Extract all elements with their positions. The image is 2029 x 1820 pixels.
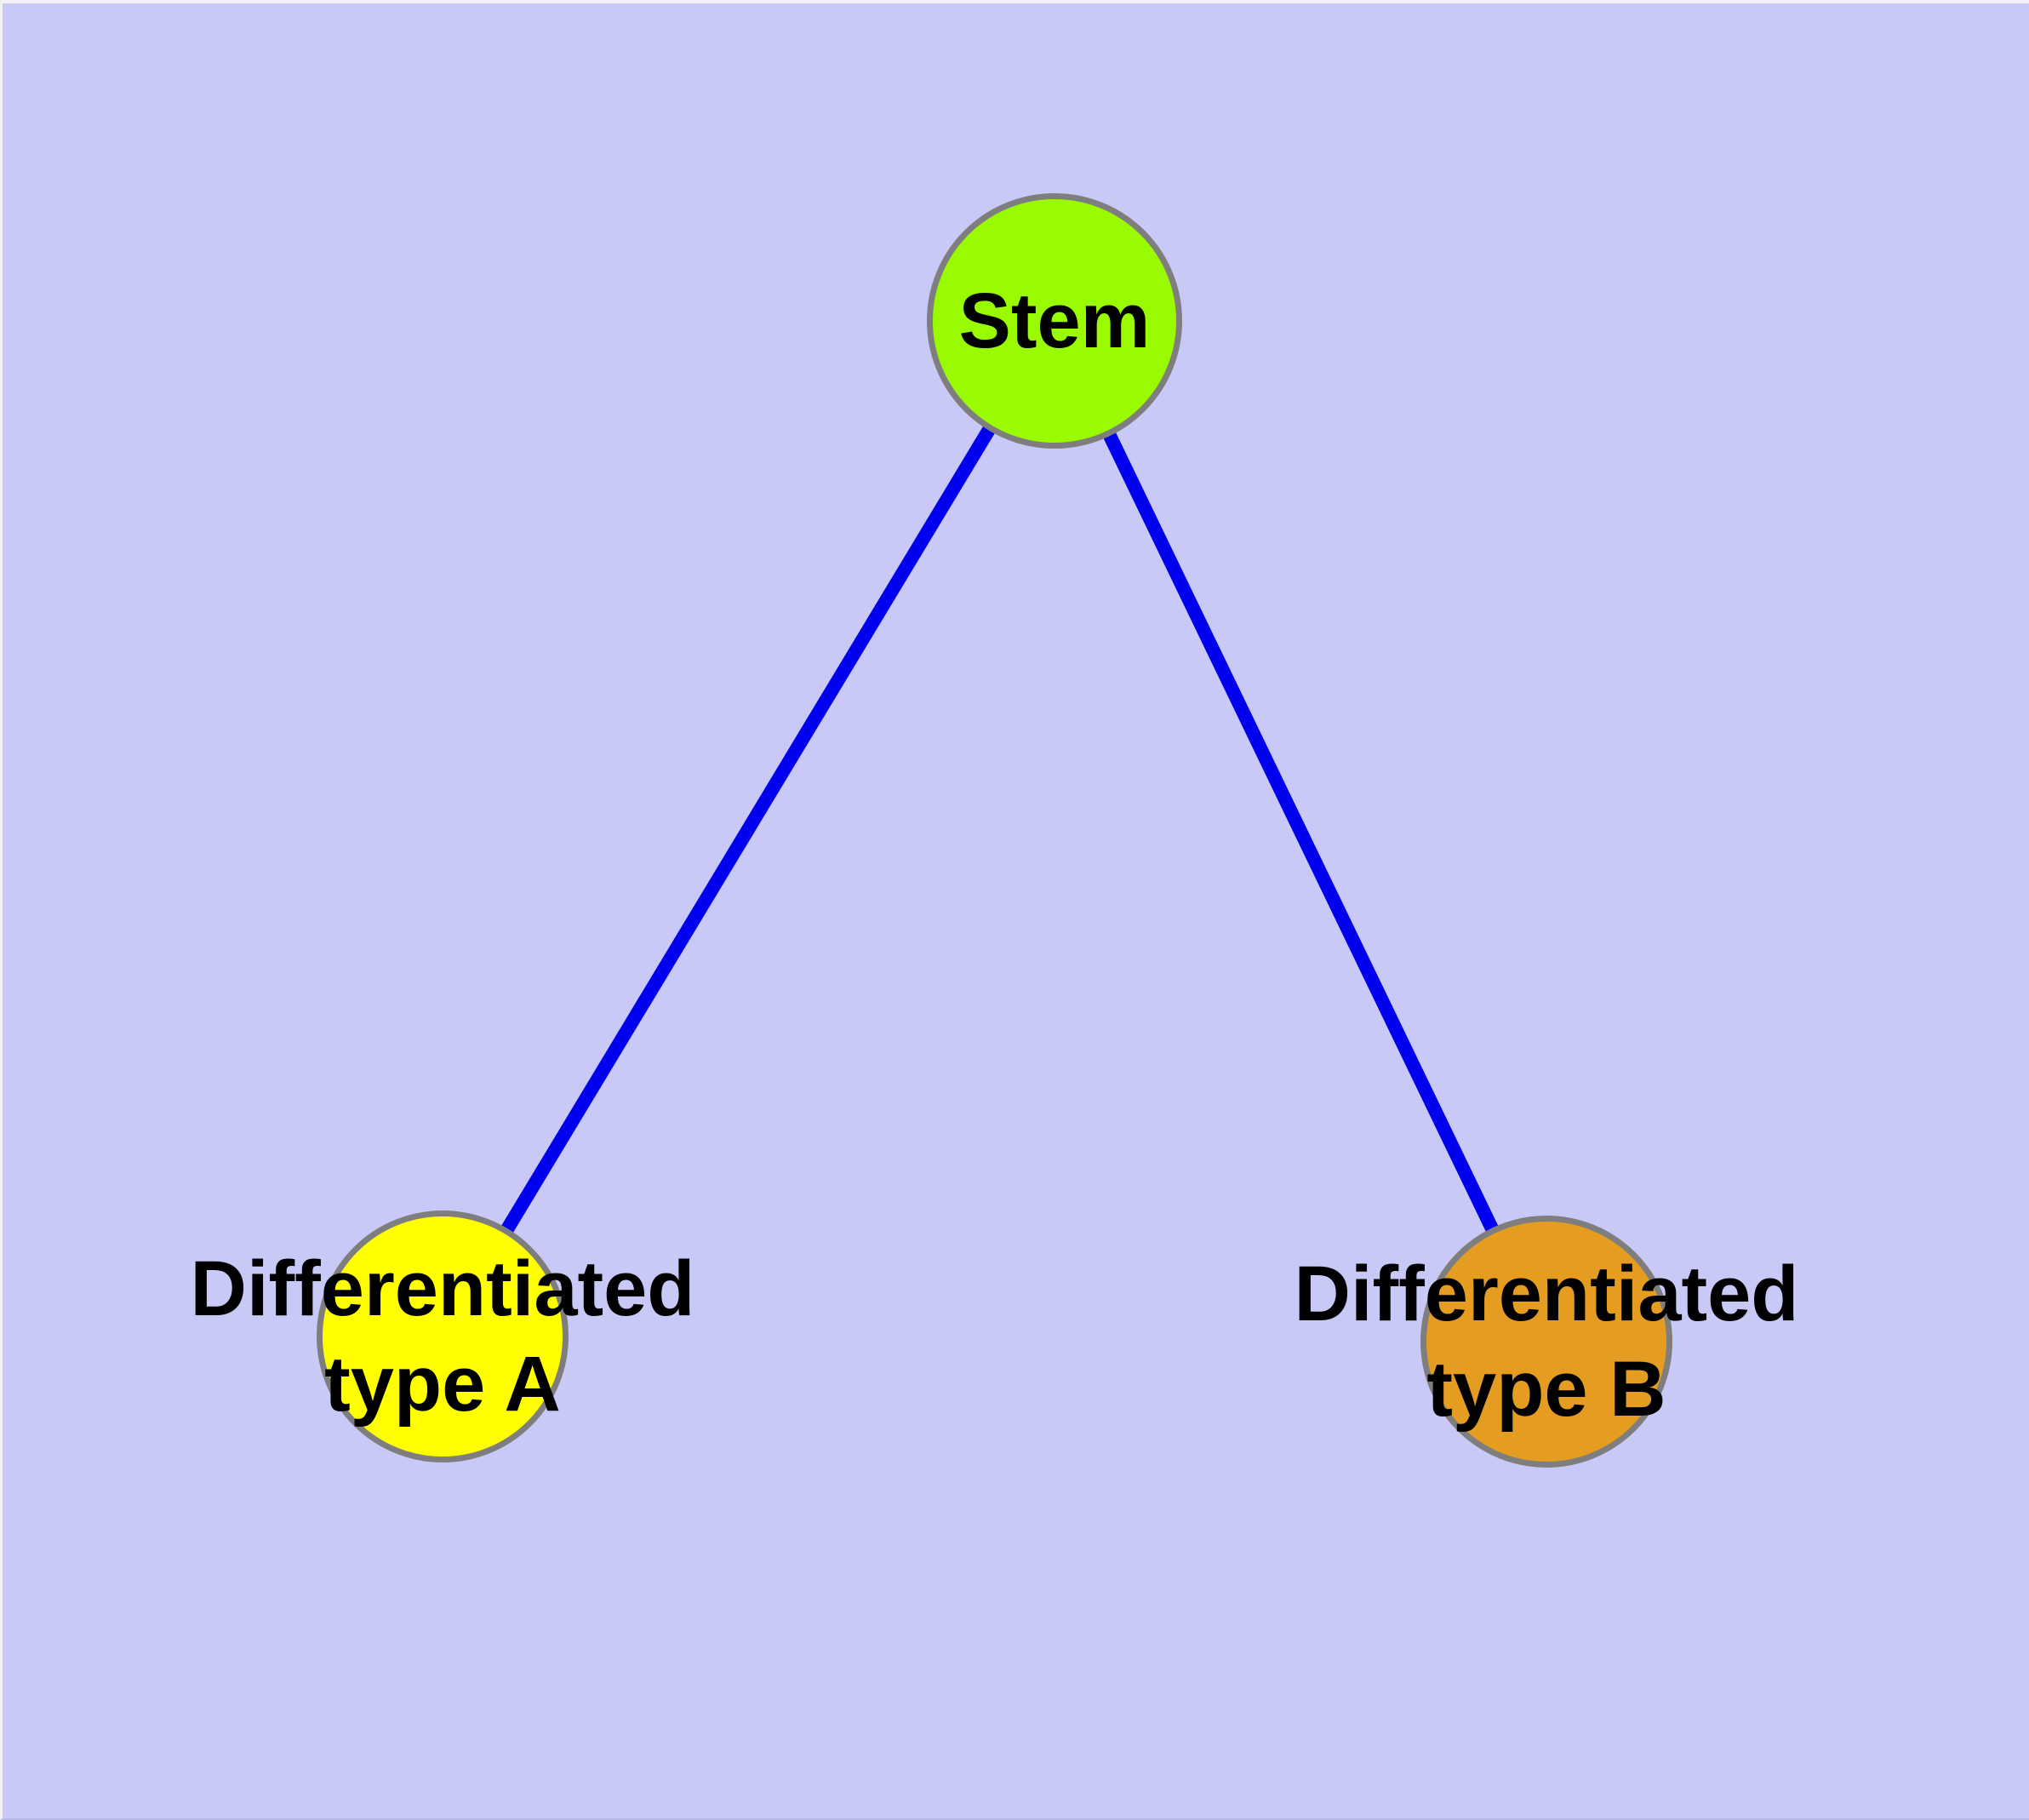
- edge-stem-to-type-b: [1048, 318, 1553, 1345]
- node-differentiated-type-b-circle: [1420, 1216, 1672, 1468]
- edges-layer: [437, 317, 1553, 1345]
- edge-stem-to-type-a: [437, 317, 1060, 1341]
- node-stem-circle: [927, 193, 1182, 449]
- node-differentiated-type-a-circle: [317, 1210, 569, 1462]
